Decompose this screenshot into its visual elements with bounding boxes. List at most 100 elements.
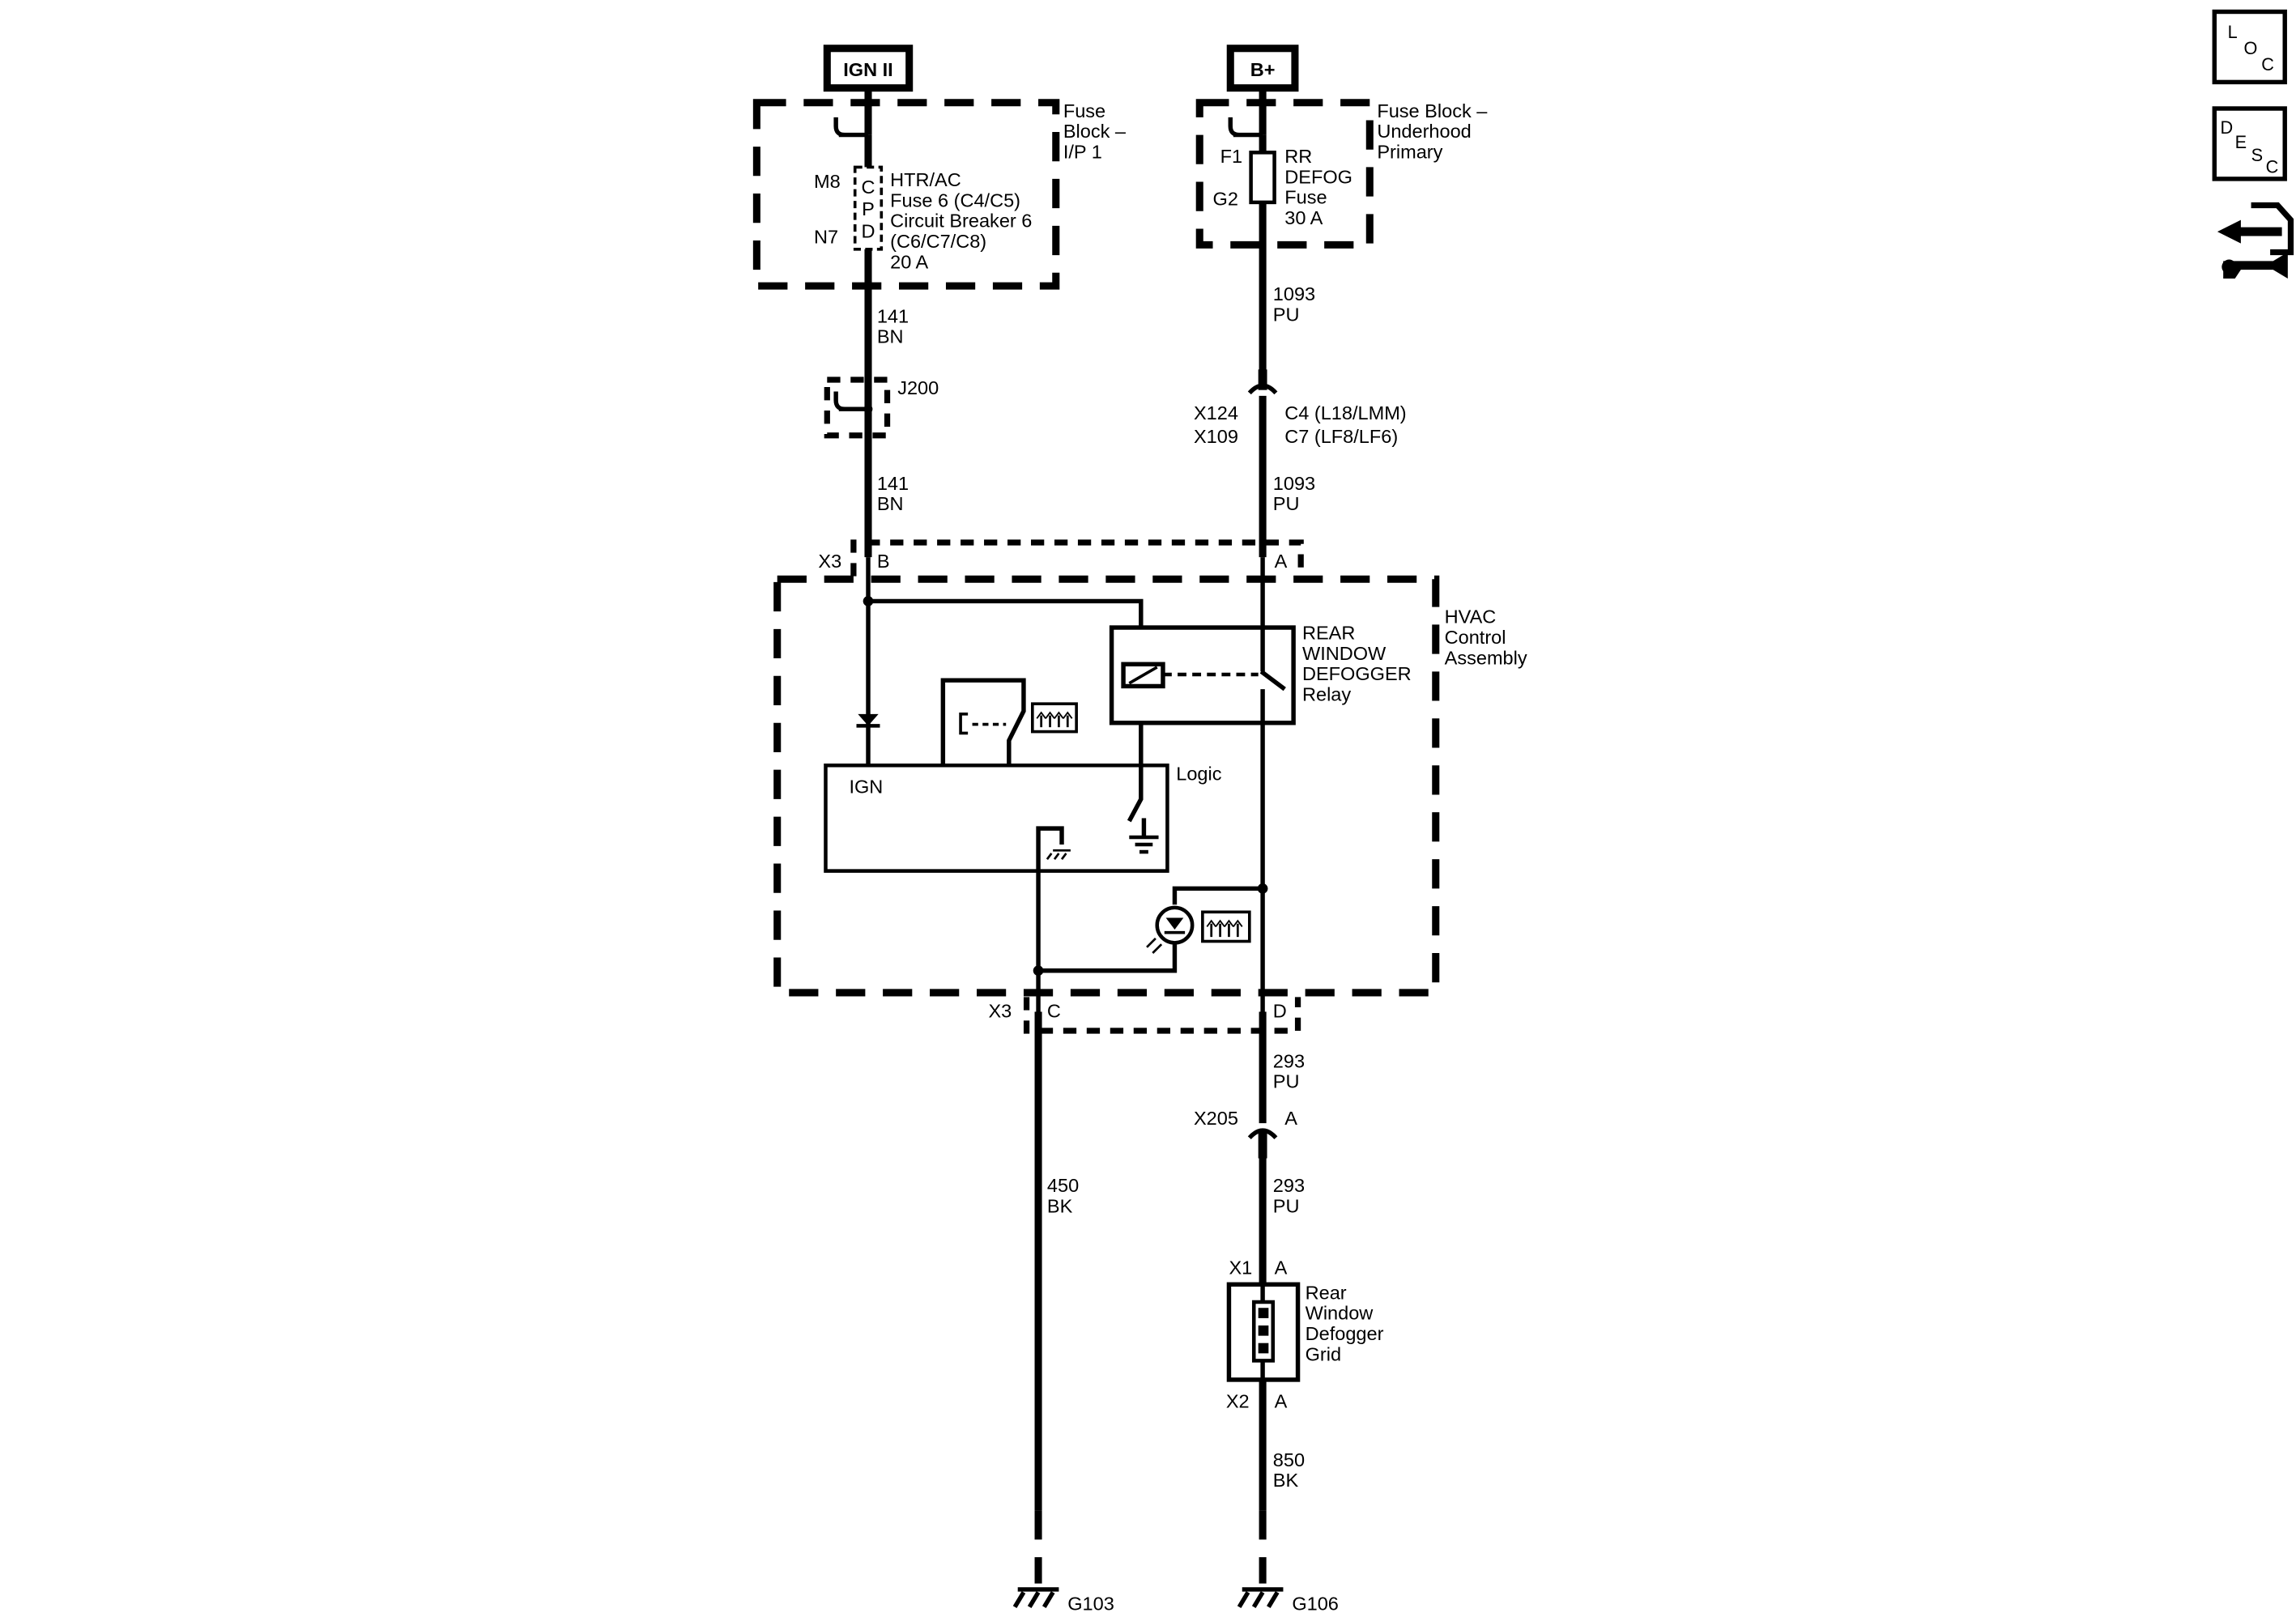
svg-text:E: E xyxy=(2235,132,2247,152)
ground-g103-label: G103 xyxy=(1067,1593,1114,1614)
x3-pin-b: B xyxy=(877,551,890,572)
svg-text:C: C xyxy=(2261,54,2274,74)
svg-text:DEFOGGER: DEFOGGER xyxy=(1302,663,1412,684)
svg-text:293: 293 xyxy=(1273,1175,1305,1196)
rr-defog-fuse-symbol xyxy=(1249,151,1276,205)
svg-text:BK: BK xyxy=(1273,1470,1299,1491)
hvac-control-assembly-outline xyxy=(773,575,1440,997)
battery-source[interactable]: B+ xyxy=(1226,45,1299,92)
svg-text:C: C xyxy=(861,177,875,198)
svg-text:HVAC: HVAC xyxy=(1445,606,1497,628)
svg-text:Grid: Grid xyxy=(1306,1343,1341,1364)
svg-text:S: S xyxy=(2251,145,2264,165)
grid-bottom-pin: A xyxy=(1275,1390,1288,1411)
description-icon[interactable]: D E S C xyxy=(2212,106,2287,181)
logic-label: Logic xyxy=(1176,763,1221,784)
pin-n7: N7 xyxy=(814,227,838,248)
svg-text:450: 450 xyxy=(1047,1175,1079,1196)
svg-text:O: O xyxy=(2244,38,2258,58)
ground-g106-label: G106 xyxy=(1292,1593,1339,1614)
x3-top-connector-outline xyxy=(850,539,1304,577)
svg-text:850: 850 xyxy=(1273,1449,1305,1470)
wire-1093-upper-label: 1093 PU xyxy=(1273,283,1315,325)
x3-bottom-connector-outline xyxy=(1023,997,1301,1034)
defog-switch[interactable] xyxy=(940,678,1078,766)
svg-text:PU: PU xyxy=(1273,1196,1300,1217)
svg-text:Fuse: Fuse xyxy=(1063,100,1105,121)
fuse-block-uh-outline xyxy=(1195,99,1374,249)
wire-293-upper-label: 293 PU xyxy=(1273,1050,1305,1091)
svg-text:Underhood: Underhood xyxy=(1377,121,1471,142)
wire-141-lower-label: 141 BN xyxy=(877,473,909,514)
fuse-terminal-symbol xyxy=(833,117,868,138)
inline-connector-x205[interactable] xyxy=(1247,1128,1278,1285)
svg-text:Primary: Primary xyxy=(1377,142,1442,163)
navigation-arrows-icon[interactable] xyxy=(2217,202,2294,279)
svg-text:DEFOG: DEFOG xyxy=(1284,166,1352,187)
svg-text:141: 141 xyxy=(877,305,909,326)
ign-ii-source[interactable]: IGN II xyxy=(823,45,914,92)
inline-connector-x124[interactable] xyxy=(1247,369,1278,558)
rear-defogger-relay[interactable] xyxy=(1109,625,1296,726)
svg-text:BK: BK xyxy=(1047,1196,1073,1217)
svg-text:IGN II: IGN II xyxy=(843,59,892,80)
svg-text:Fuse 6 (C4/C5): Fuse 6 (C4/C5) xyxy=(890,189,1020,211)
hvac-internal-wiring xyxy=(856,557,1286,1012)
svg-text:I/P 1: I/P 1 xyxy=(1063,142,1102,163)
svg-text:HTR/AC: HTR/AC xyxy=(890,169,961,190)
svg-text:Circuit Breaker 6: Circuit Breaker 6 xyxy=(890,211,1032,232)
splice-terminal-symbol xyxy=(833,391,868,411)
svg-text:L: L xyxy=(2228,22,2238,42)
svg-text:Rear: Rear xyxy=(1306,1282,1347,1303)
svg-text:C7 (LF8/LF6): C7 (LF8/LF6) xyxy=(1284,426,1398,447)
hvac-label: HVAC Control Assembly xyxy=(1445,606,1527,669)
svg-text:Fuse: Fuse xyxy=(1284,187,1327,208)
grid-label: Rear Window Defogger Grid xyxy=(1306,1282,1384,1364)
wire-293-lower-label: 293 PU xyxy=(1273,1175,1305,1216)
relay-label: REAR WINDOW DEFOGGER Relay xyxy=(1302,623,1412,705)
fuse-block-uh-description: RR DEFOG Fuse 30 A xyxy=(1284,146,1352,228)
fuse-uh-terminal-symbol xyxy=(1228,117,1263,138)
svg-text:Control: Control xyxy=(1445,627,1506,648)
inline-connector-label: X124 X109 C4 (L18/LMM) C7 (LF8/LF6) xyxy=(1194,402,1407,447)
location-icon[interactable]: L O C xyxy=(2212,9,2287,85)
splice-j200-outline xyxy=(824,377,891,439)
svg-text:C: C xyxy=(2266,157,2279,177)
x3-pin-c: C xyxy=(1047,1001,1061,1022)
svg-text:PU: PU xyxy=(1273,493,1300,514)
svg-text:Relay: Relay xyxy=(1302,684,1351,705)
svg-text:Defogger: Defogger xyxy=(1306,1323,1384,1344)
x205-pin: A xyxy=(1284,1108,1297,1129)
svg-text:X124: X124 xyxy=(1194,402,1238,423)
svg-text:P: P xyxy=(862,198,875,219)
fuse-block-ip-description: HTR/AC Fuse 6 (C4/C5) Circuit Breaker 6 … xyxy=(890,169,1032,272)
svg-text:X109: X109 xyxy=(1194,426,1238,447)
svg-text:REAR: REAR xyxy=(1302,623,1355,644)
pin-f1: F1 xyxy=(1220,146,1242,167)
grid-bottom-id: X2 xyxy=(1226,1390,1250,1411)
x3-bottom-id: X3 xyxy=(988,1001,1012,1022)
wire-1093-lower-label: 1093 PU xyxy=(1273,473,1315,514)
svg-text:30 A: 30 A xyxy=(1284,207,1323,228)
pin-m8: M8 xyxy=(814,171,841,192)
rear-window-defogger-grid[interactable] xyxy=(1226,1282,1301,1382)
svg-text:PU: PU xyxy=(1273,304,1300,326)
splice-label: J200 xyxy=(897,377,939,398)
svg-text:C4 (L18/LMM): C4 (L18/LMM) xyxy=(1284,402,1406,423)
svg-text:20 A: 20 A xyxy=(890,251,928,272)
svg-text:141: 141 xyxy=(877,473,909,494)
fuse-block-ip-label: Fuse Block – I/P 1 xyxy=(1063,100,1127,163)
svg-text:WINDOW: WINDOW xyxy=(1302,643,1387,664)
wire-141-upper-label: 141 BN xyxy=(877,305,909,347)
circuit-breaker-symbol xyxy=(853,165,884,251)
grid-top-id: X1 xyxy=(1229,1257,1252,1279)
wire-450-label: 450 BK xyxy=(1047,1175,1079,1216)
fuse-block-ip-outline xyxy=(752,99,1060,290)
x3-top-id: X3 xyxy=(818,551,841,572)
diode-icon xyxy=(858,713,879,726)
pin-g2: G2 xyxy=(1213,189,1238,210)
svg-text:(C6/C7/C8): (C6/C7/C8) xyxy=(890,231,986,252)
x205-id: X205 xyxy=(1194,1108,1238,1129)
wire-850-label: 850 BK xyxy=(1273,1449,1305,1491)
svg-text:Assembly: Assembly xyxy=(1445,647,1527,668)
